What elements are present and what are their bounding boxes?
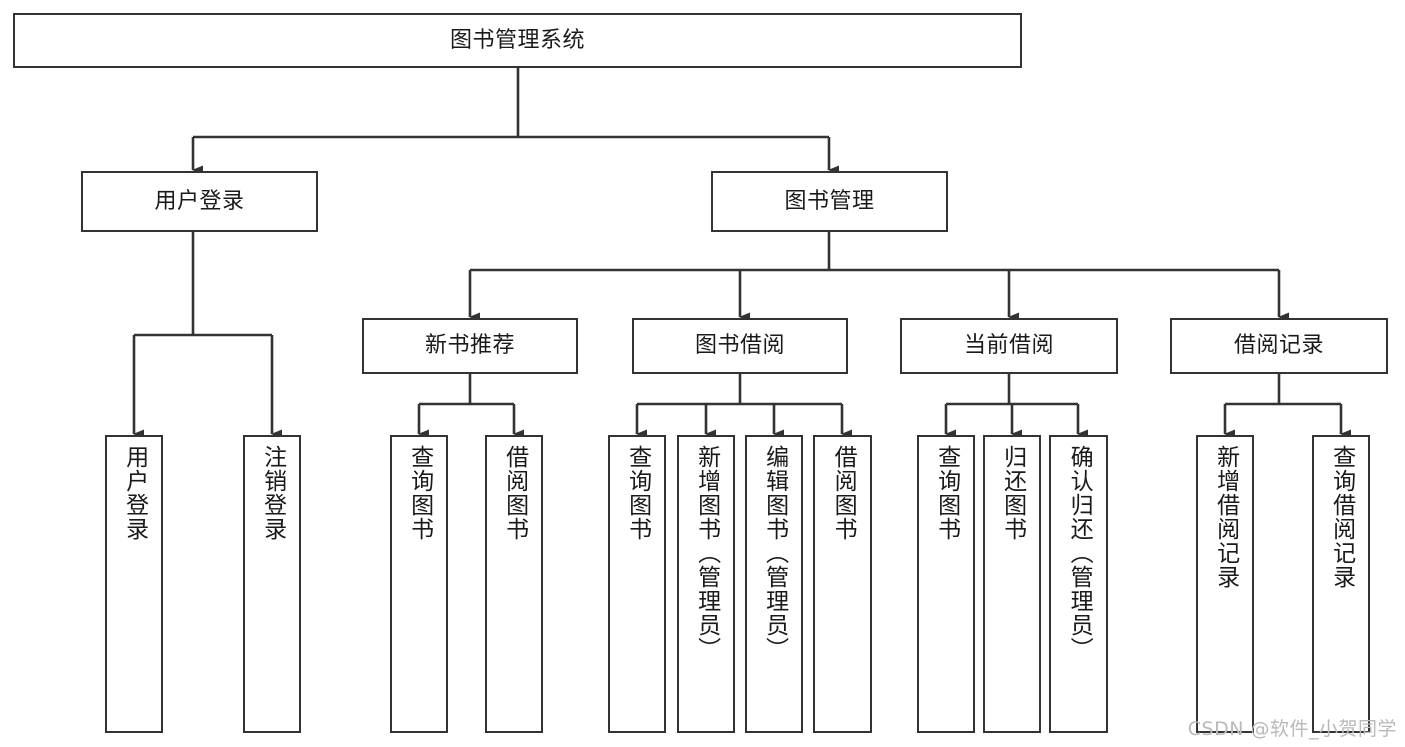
node-confirm-return-admin-label: 确认归还（管理员）	[1066, 445, 1093, 661]
node-add-borrow-record-label: 新增借阅记录	[1212, 445, 1239, 589]
node-user-login-label: 用户登录	[154, 188, 245, 214]
node-current-borrow[interactable]: 当前借阅	[900, 318, 1118, 374]
node-add-book-admin-label: 新增图书（管理员）	[693, 445, 720, 661]
node-query-borrow-record-label: 查询借阅记录	[1328, 445, 1355, 589]
node-user-login-action[interactable]: 用户登录	[105, 435, 163, 733]
node-book-manage-label: 图书管理	[784, 188, 875, 214]
node-borrow-record-label: 借阅记录	[1233, 333, 1324, 359]
node-query-borrow-record[interactable]: 查询借阅记录	[1312, 435, 1370, 733]
node-new-book-recommend[interactable]: 新书推荐	[362, 318, 578, 374]
node-borrow-book-new[interactable]: 借阅图书	[485, 435, 543, 733]
node-borrow-record[interactable]: 借阅记录	[1170, 318, 1388, 374]
node-user-login-action-label: 用户登录	[121, 445, 148, 541]
node-root-label: 图书管理系统	[449, 27, 585, 53]
node-book-borrow[interactable]: 图书借阅	[632, 318, 848, 374]
node-book-borrow-label: 图书借阅	[694, 333, 785, 359]
node-user-login[interactable]: 用户登录	[81, 171, 318, 232]
node-query-book-new-label: 查询图书	[406, 445, 433, 541]
node-return-book[interactable]: 归还图书	[983, 435, 1041, 733]
node-new-book-recommend-label: 新书推荐	[424, 333, 515, 359]
node-add-borrow-record[interactable]: 新增借阅记录	[1196, 435, 1254, 733]
node-user-logout-action[interactable]: 注销登录	[243, 435, 301, 733]
node-query-book-new[interactable]: 查询图书	[390, 435, 448, 733]
node-borrow-book-new-label: 借阅图书	[501, 445, 528, 541]
node-edit-book-admin-label: 编辑图书（管理员）	[761, 445, 788, 661]
node-borrow-book-action[interactable]: 借阅图书	[813, 435, 872, 733]
node-edit-book-admin[interactable]: 编辑图书（管理员）	[745, 435, 803, 733]
node-query-book-borrow[interactable]: 查询图书	[608, 435, 666, 733]
node-book-manage[interactable]: 图书管理	[711, 171, 948, 232]
node-current-borrow-label: 当前借阅	[963, 333, 1054, 359]
node-add-book-admin[interactable]: 新增图书（管理员）	[677, 435, 735, 733]
node-confirm-return-admin[interactable]: 确认归还（管理员）	[1049, 435, 1108, 733]
node-query-book-current[interactable]: 查询图书	[917, 435, 975, 733]
node-query-book-current-label: 查询图书	[933, 445, 960, 541]
node-query-book-borrow-label: 查询图书	[624, 445, 651, 541]
node-return-book-label: 归还图书	[999, 445, 1026, 541]
node-root[interactable]: 图书管理系统	[13, 13, 1022, 68]
node-user-logout-action-label: 注销登录	[259, 445, 286, 541]
node-borrow-book-action-label: 借阅图书	[830, 445, 857, 541]
